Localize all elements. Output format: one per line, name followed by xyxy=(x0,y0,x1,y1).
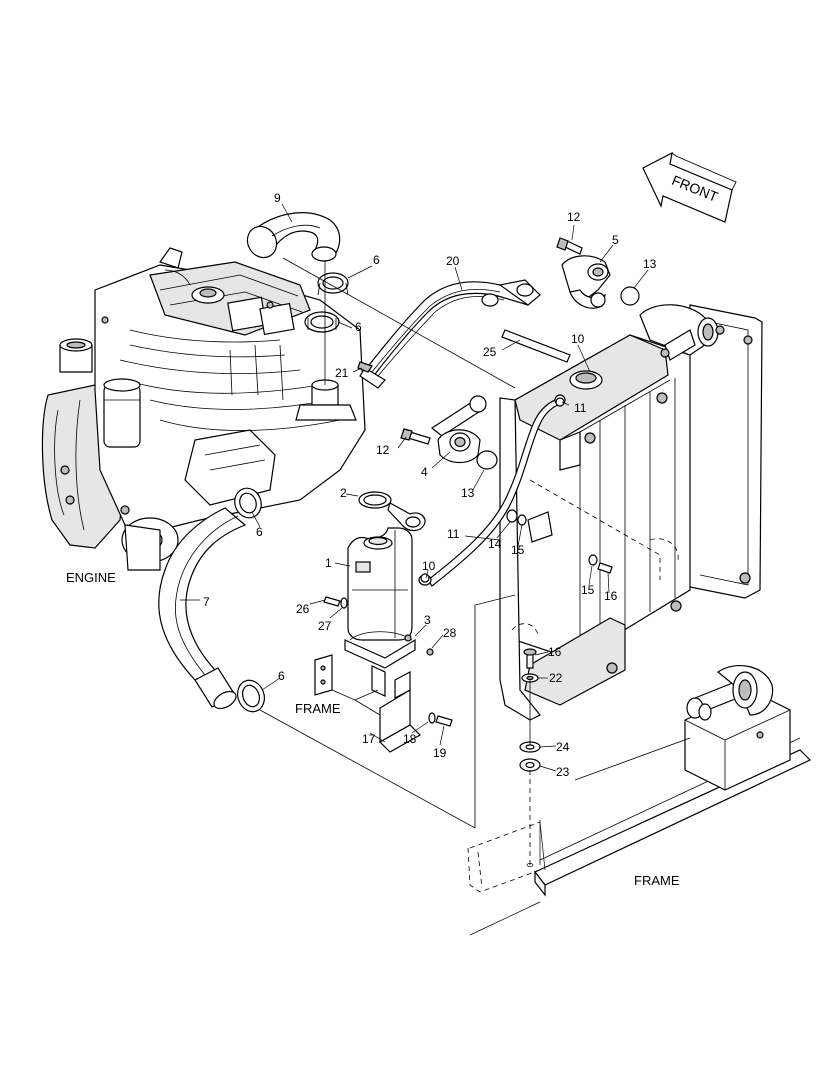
frame-label-left: FRAME xyxy=(295,701,341,716)
callout-8: 9 xyxy=(274,191,281,205)
callout-24: 24 xyxy=(556,740,570,754)
callout-25: 25 xyxy=(483,345,497,359)
callout-16-a: 16 xyxy=(604,589,618,603)
callout-9: 10 xyxy=(571,332,585,346)
callout-3: 3 xyxy=(424,613,431,627)
callout-6-d: 6 xyxy=(278,669,285,683)
flange-pipe-upper xyxy=(561,255,611,309)
frame-label-right: FRAME xyxy=(634,873,680,888)
callout-7: 7 xyxy=(203,595,210,609)
callout-16-b: 16 xyxy=(548,645,562,659)
callout-22: 22 xyxy=(549,671,563,685)
frame-block-left xyxy=(314,654,379,701)
radiator xyxy=(499,304,763,721)
callout-20: 20 xyxy=(446,254,460,268)
upper-radiator-hose xyxy=(246,212,341,262)
callout-5: 4 xyxy=(421,465,428,479)
engine xyxy=(41,247,366,571)
hose-clamp-engine xyxy=(234,487,262,519)
callout-1: 1 xyxy=(325,556,332,570)
support-rod xyxy=(501,329,571,363)
leader-lines xyxy=(259,257,691,867)
tube-bundle xyxy=(359,279,541,389)
callout-18: 18 xyxy=(403,732,417,746)
callout-2: 2 xyxy=(340,486,347,500)
callout-leaders xyxy=(180,203,649,772)
engine-label: ENGINE xyxy=(66,570,116,585)
flange-pipe-lower xyxy=(430,395,487,464)
callout-11: 11 xyxy=(447,527,460,541)
callout-4: 5 xyxy=(612,233,619,247)
callout-15-b: 15 xyxy=(581,583,595,597)
hose-clamp-top xyxy=(317,272,349,296)
callout-6-a: 6 xyxy=(373,253,380,267)
callout-12-a: 12 xyxy=(567,210,581,224)
callout-13-b: 13 xyxy=(461,486,475,500)
hose-clamp-lower xyxy=(237,679,265,713)
callout-13-a: 13 xyxy=(643,257,657,271)
reservoir-tank xyxy=(347,527,413,641)
front-arrow: FRONT xyxy=(642,151,737,223)
o-ring-lower xyxy=(476,450,498,470)
frame-bracket xyxy=(379,671,421,753)
callout-6-b: 6 xyxy=(355,320,362,334)
o-ring-upper xyxy=(620,286,640,306)
callout-27: 27 xyxy=(318,619,332,633)
callout-10-b: 11 xyxy=(574,401,587,415)
callout-10-a: 10 xyxy=(422,559,436,573)
lower-radiator-hose xyxy=(158,507,247,710)
callout-17: 17 xyxy=(362,732,376,746)
callout-numbers: 9 6 6 6 6 7 2 1 10 3 28 26 27 17 18 19 1… xyxy=(203,191,657,779)
reservoir-cap xyxy=(358,491,426,532)
callout-14: 14 xyxy=(488,537,502,551)
callout-6-c: 6 xyxy=(256,525,263,539)
frame-right xyxy=(467,664,812,936)
callout-15-a: 15 xyxy=(511,543,525,557)
side-mount-bracket xyxy=(506,509,553,543)
callout-28: 28 xyxy=(443,626,457,640)
clip xyxy=(357,361,373,373)
bolt-upper xyxy=(556,237,583,255)
hose-clamp-middle xyxy=(304,311,340,333)
callout-12-b: 12 xyxy=(376,443,390,457)
bolt-lower xyxy=(400,428,431,445)
callout-19: 19 xyxy=(433,746,447,760)
callout-23: 23 xyxy=(556,765,570,779)
callout-21: 21 xyxy=(335,366,349,380)
callout-26: 26 xyxy=(296,602,310,616)
